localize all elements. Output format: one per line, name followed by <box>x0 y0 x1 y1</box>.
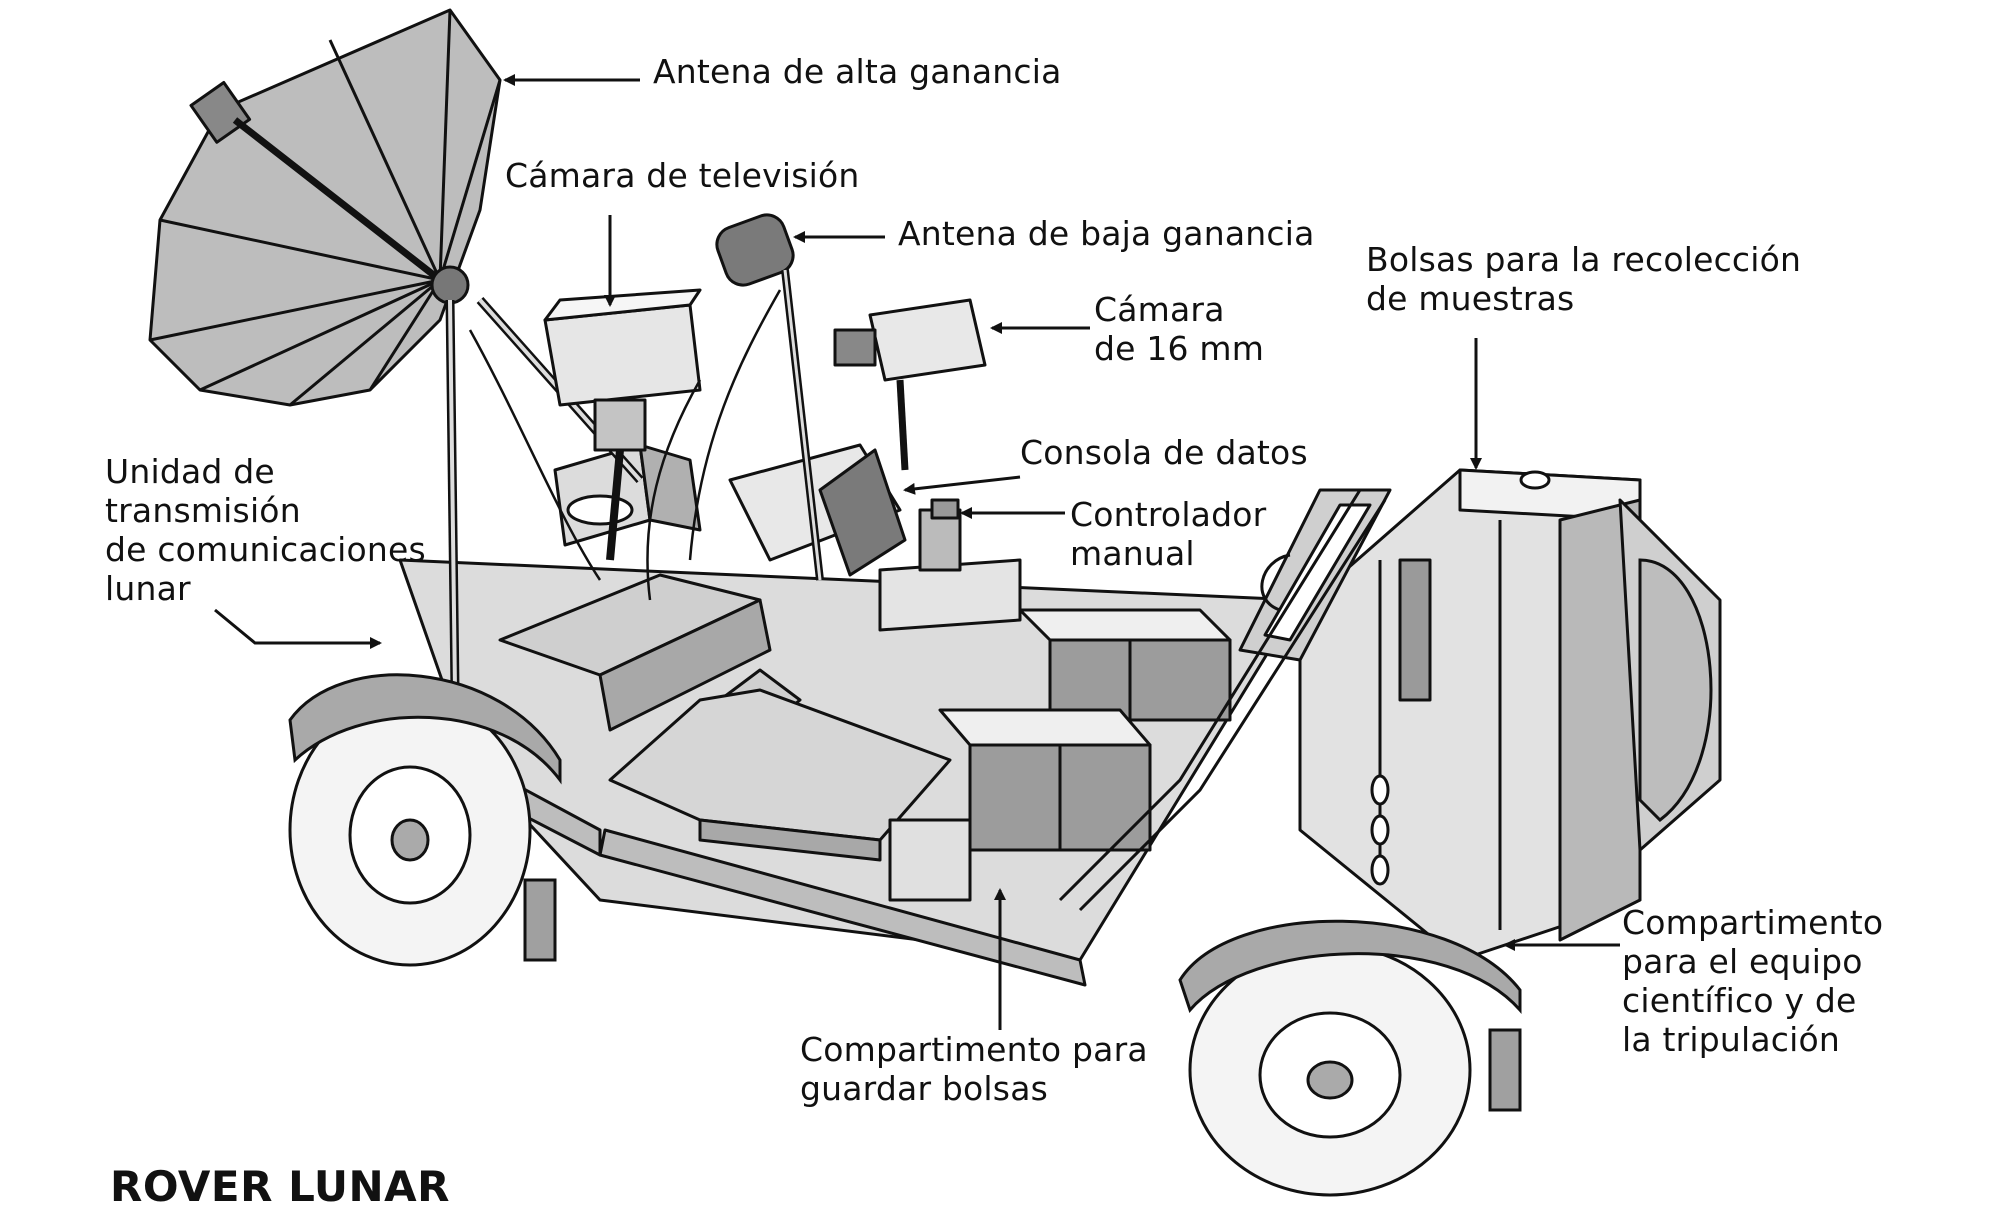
label-tv-camera: Cámara de televisión <box>505 156 860 195</box>
seats <box>498 573 952 862</box>
wheel-rear-right <box>1638 558 1713 822</box>
arrow-data-console <box>903 475 1021 495</box>
camera-16mm <box>833 298 987 471</box>
bag-boxes <box>888 608 1232 902</box>
label-high-gain-antenna: Antena de alta ganancia <box>653 52 1062 91</box>
label-camera-16mm: Cámara de 16 mm <box>1094 290 1265 368</box>
wheel-front-right <box>1178 919 1522 1197</box>
tv-camera <box>543 288 702 561</box>
fender <box>1058 489 1387 912</box>
arrow-comm-unit <box>214 608 382 649</box>
low-gain-antenna <box>715 213 824 581</box>
cables <box>468 289 782 601</box>
label-bag-compartment: Compartimento para guardar bolsas <box>800 1030 1148 1108</box>
label-low-gain-antenna: Antena de baja ganancia <box>898 214 1315 253</box>
label-data-console: Consola de datos <box>1020 433 1308 472</box>
leader-arrows <box>214 74 1620 1030</box>
label-sample-bags: Bolsas para la recolección de muestras <box>1366 240 1802 318</box>
label-comm-unit: Unidad de transmisión de comunicaciones … <box>105 452 426 608</box>
wheel-front-left <box>288 673 562 967</box>
diagram-title: ROVER LUNAR <box>110 1162 450 1211</box>
label-hand-controller: Controlador manual <box>1070 495 1267 573</box>
label-equipment-compartment: Compartimento para el equipo científico … <box>1622 903 1884 1059</box>
